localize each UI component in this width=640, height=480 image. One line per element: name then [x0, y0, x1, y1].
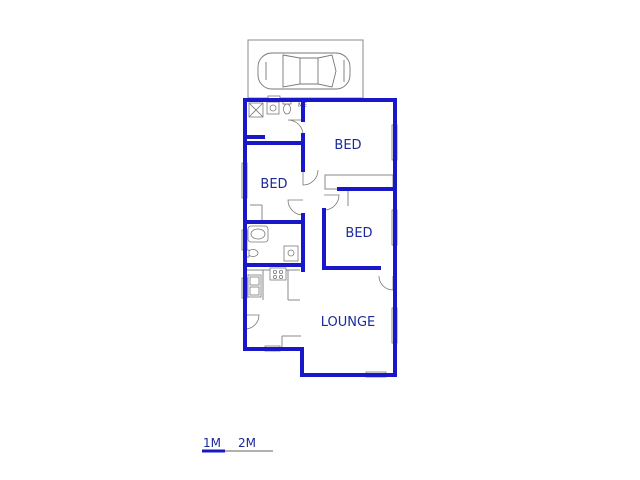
stove-icon: [269, 267, 287, 281]
scale-bar: 1M 2M: [202, 436, 273, 453]
scale-label-1m: 1M: [203, 436, 221, 450]
basin-icon: [266, 101, 280, 115]
walls: [243, 98, 397, 377]
room-label-lounge: LOUNGE: [321, 315, 376, 330]
interior-lines: [245, 174, 394, 349]
bathtub-icon: [247, 225, 269, 243]
kitchen-sink-icon: [247, 274, 262, 298]
bath-basin-icon: [283, 245, 299, 262]
scale-label-2m: 2M: [238, 436, 256, 450]
door-swings: [244, 119, 394, 330]
room-label-bed-main: BED: [334, 138, 361, 153]
room-label-bed-right: BED: [345, 226, 372, 241]
shower-icon: [248, 102, 264, 118]
room-label-bed-left: BED: [260, 177, 287, 192]
carport: [247, 39, 364, 99]
toilet-icon: [282, 100, 292, 115]
car-icon: [257, 52, 351, 90]
bath-toilet-icon: [245, 249, 259, 258]
